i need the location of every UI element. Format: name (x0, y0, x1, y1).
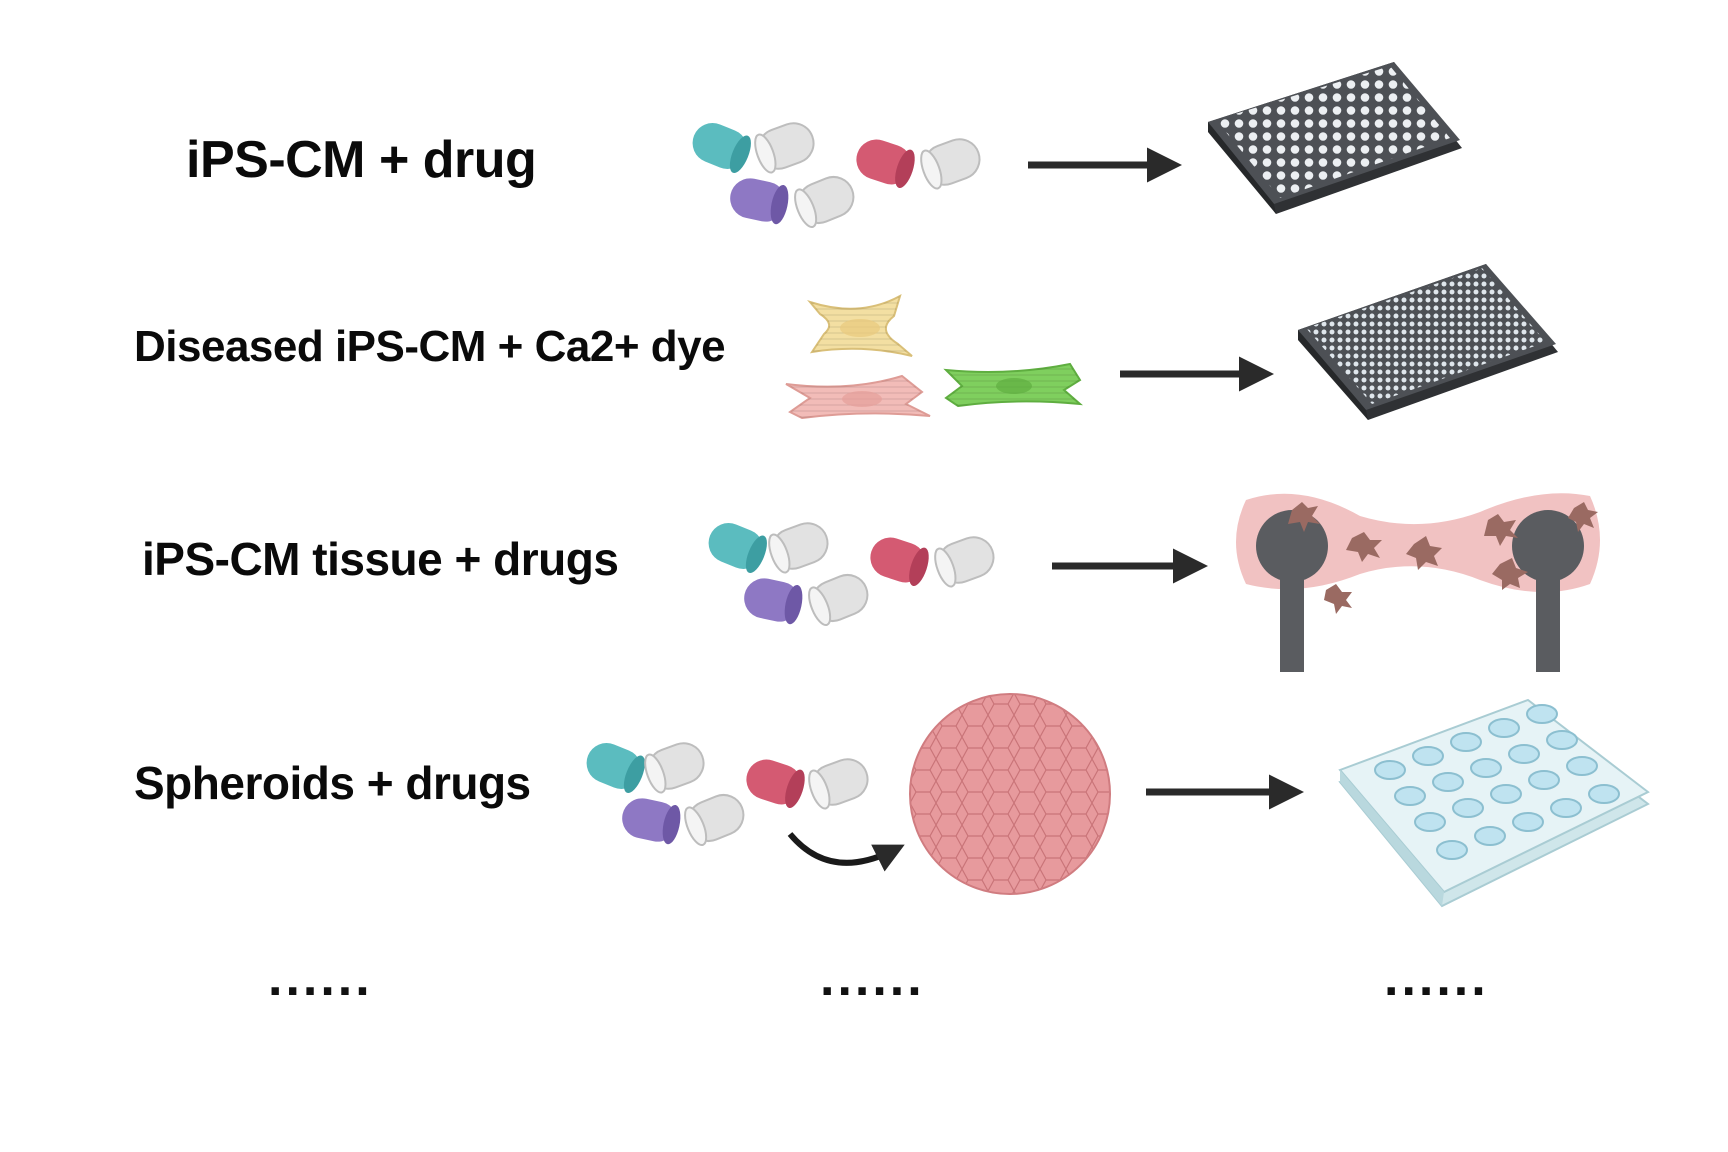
row3-label: iPS-CM tissue + drugs (142, 533, 619, 585)
row1-pills (692, 122, 981, 229)
row4-pills (586, 742, 869, 847)
well-plate-24-icon (1338, 698, 1650, 908)
pill-icon (768, 522, 829, 574)
well-plate-96-icon (1208, 62, 1462, 214)
pill-icon (730, 178, 789, 225)
pill-icon (934, 536, 995, 588)
row2-label: Diseased iPS-CM + Ca2+ dye (134, 322, 726, 371)
ellipsis-left: ...... (268, 949, 373, 1007)
pill-icon (644, 742, 705, 794)
pill-icon (622, 798, 681, 845)
row4-label: Spheroids + drugs (134, 757, 531, 809)
pill-icon (808, 574, 869, 627)
pill-icon (708, 523, 767, 574)
row1-label: iPS-CM + drug (186, 131, 537, 189)
cell-pink-icon (785, 374, 931, 420)
ellipsis-middle: ...... (820, 949, 925, 1007)
spheroid-icon (909, 693, 1111, 895)
pill-icon (808, 758, 869, 810)
cell-green-icon (943, 362, 1083, 408)
pill-icon (870, 537, 929, 586)
pill-icon (586, 743, 645, 794)
cardiomyocyte-cells (785, 293, 1083, 420)
engineered-tissue-icon (1236, 493, 1600, 672)
row3-pills (708, 522, 995, 627)
pill-icon (744, 578, 803, 625)
cell-yellow-icon (807, 293, 913, 357)
ellipsis-right: ...... (1384, 949, 1489, 1007)
fibroblast-cells (1288, 502, 1598, 614)
well-plate-384-icon (1298, 264, 1558, 420)
pill-icon (746, 759, 805, 808)
pill-icon (692, 123, 751, 174)
wells (1374, 704, 1620, 860)
pill-icon (794, 176, 855, 229)
curved-arrow-icon (787, 832, 905, 872)
pill-icon (684, 794, 745, 847)
pill-icon (754, 122, 815, 174)
pill-icon (856, 139, 915, 188)
pill-icon (920, 138, 981, 190)
